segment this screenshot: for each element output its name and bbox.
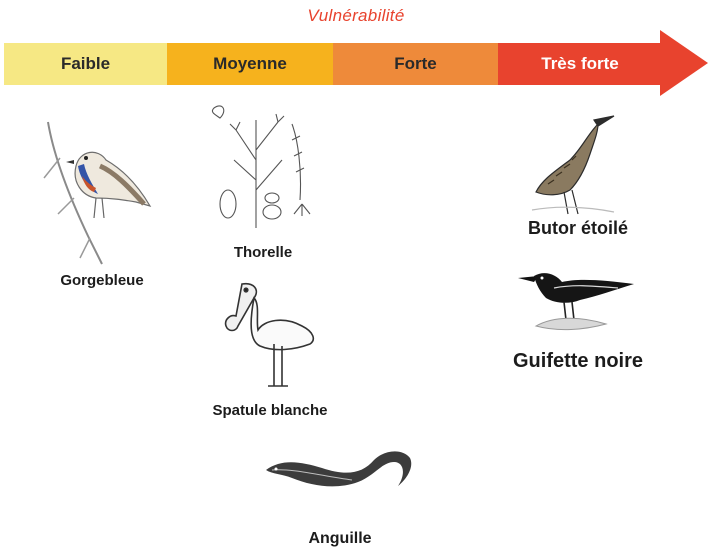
species-label-spatule-blanche: Spatule blanche (190, 402, 350, 419)
vulnerability-scale-arrow: Faible Moyenne Forte Très forte (4, 30, 708, 96)
level-tres-forte: Très forte (498, 43, 662, 85)
species-label-anguille: Anguille (266, 530, 414, 548)
eel-icon (262, 446, 418, 498)
arrowhead-icon (660, 30, 708, 96)
bluethroat-bird-icon (40, 118, 160, 268)
level-faible: Faible (4, 43, 167, 85)
species-label-gorgebleue: Gorgebleue (28, 272, 176, 289)
spoonbill-bird-icon (214, 280, 324, 390)
level-moyenne: Moyenne (167, 43, 333, 85)
black-tern-bird-icon (514, 264, 640, 338)
thorelle-plant-icon (206, 100, 322, 230)
scale-title: Vulnérabilité (0, 6, 712, 26)
species-label-guifette-noire: Guifette noire (482, 350, 674, 373)
species-label-butor-etoile: Butor étoilé (492, 218, 664, 239)
species-label-thorelle: Thorelle (188, 244, 338, 261)
bittern-bird-icon (524, 114, 620, 218)
level-forte: Forte (333, 43, 498, 85)
